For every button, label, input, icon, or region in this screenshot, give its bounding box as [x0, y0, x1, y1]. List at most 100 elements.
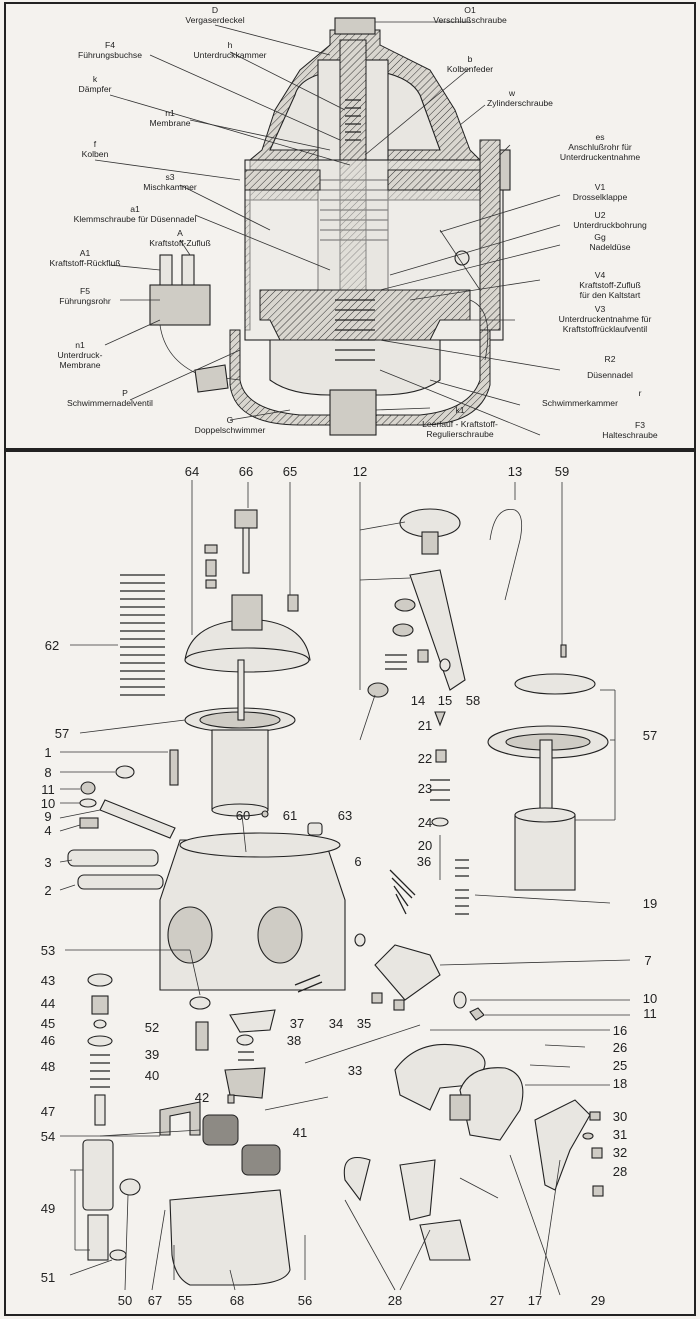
label-unterdruck: Unterdruck- — [58, 350, 103, 360]
label-anschlussrohr: Anschlußrohr für — [568, 142, 632, 152]
part-29: 29 — [591, 1293, 605, 1308]
part-24: 24 — [418, 815, 432, 830]
svg-text:F4: F4 — [105, 40, 115, 50]
svg-text:V4: V4 — [595, 270, 606, 280]
label-klemmschraube: Klemmschraube für Düsennadel — [74, 214, 197, 224]
svg-text:k1: k1 — [455, 405, 464, 415]
label-unterdruckentnahme: Unterdruckentnahme — [560, 152, 640, 162]
part-68: 68 — [230, 1293, 244, 1308]
part-63: 63 — [338, 808, 352, 823]
label-schwimmernadelventil: Schwimmernadelventil — [67, 398, 153, 408]
part-54: 54 — [41, 1129, 55, 1144]
part-51: 51 — [41, 1270, 55, 1285]
part-11-right: 11 — [643, 1006, 657, 1021]
label-kraftstoff-rueckfluss: Kraftstoff-Rückfluß — [50, 258, 121, 268]
part-10-right: 10 — [643, 991, 657, 1006]
label-leerlauf: Leerlauf - Kraftstoff- — [422, 419, 498, 429]
label-mischkammer: Mischkammer — [143, 182, 197, 192]
svg-text:U2: U2 — [595, 210, 606, 220]
label-doppelschwimmer: Doppelschwimmer — [195, 425, 266, 435]
part-61: 61 — [283, 808, 297, 823]
label-halteschraube: Halteschraube — [602, 430, 658, 440]
part-56: 56 — [298, 1293, 312, 1308]
part-53: 53 — [41, 943, 55, 958]
part-17: 17 — [528, 1293, 542, 1308]
label-fuehrungsrohr: Führungsrohr — [59, 296, 111, 306]
part-7: 7 — [644, 953, 651, 968]
svg-text:es: es — [595, 132, 604, 142]
part-1: 1 — [44, 745, 51, 760]
part-13: 13 — [508, 464, 522, 479]
part-60: 60 — [236, 808, 250, 823]
part-28-bottom: 28 — [388, 1293, 402, 1308]
svg-text:n1: n1 — [165, 108, 175, 118]
part-37: 37 — [290, 1016, 304, 1031]
label-kraftstoff-zufluss: Kraftstoff-Zufluß — [149, 238, 210, 248]
part-28-right: 28 — [613, 1164, 627, 1179]
part-57-right: 57 — [643, 728, 657, 743]
part-16: 16 — [613, 1023, 627, 1038]
part-26: 26 — [613, 1040, 627, 1055]
svg-text:a1: a1 — [130, 204, 140, 214]
svg-text:w: w — [508, 88, 516, 98]
label-schwimmerkammer: Schwimmerkammer — [542, 398, 618, 408]
part-14: 14 — [411, 693, 425, 708]
label-membrane: Membrane — [149, 118, 190, 128]
part-4: 4 — [44, 823, 51, 838]
part-58: 58 — [466, 693, 480, 708]
part-10: 10 — [41, 796, 55, 811]
part-22: 22 — [418, 751, 432, 766]
label-unterdruckentnahme-fuer: Unterdruckentnahme für — [559, 314, 652, 324]
part-52: 52 — [145, 1020, 159, 1035]
svg-text:r: r — [639, 388, 642, 398]
label-kolbenfeder: Kolbenfeder — [447, 64, 493, 74]
part-42: 42 — [195, 1090, 209, 1105]
part-50: 50 — [118, 1293, 132, 1308]
svg-text:f: f — [94, 139, 97, 149]
cross-section-labels: D Vergaserdeckel O1 Verschlußschraube F4… — [50, 5, 658, 440]
part-59: 59 — [555, 464, 569, 479]
svg-text:V1: V1 — [595, 182, 606, 192]
part-66: 66 — [239, 464, 253, 479]
svg-text:R2: R2 — [605, 354, 616, 364]
part-3: 3 — [44, 855, 51, 870]
label-unterdruck-membrane: Membrane — [59, 360, 100, 370]
part-35: 35 — [357, 1016, 371, 1031]
svg-text:A: A — [177, 228, 183, 238]
part-55: 55 — [178, 1293, 192, 1308]
part-46: 46 — [41, 1033, 55, 1048]
part-33: 33 — [348, 1063, 362, 1078]
part-41: 41 — [293, 1125, 307, 1140]
exploded-leader-lines — [59, 480, 631, 1296]
exploded-view-panel — [4, 450, 696, 1316]
label-daempfer: Dämpfer — [79, 84, 112, 94]
svg-text:O1: O1 — [464, 5, 476, 15]
exploded-parts-drawing — [67, 508, 609, 1286]
label-duesennadel: Düsennadel — [587, 370, 633, 380]
part-45: 45 — [41, 1016, 55, 1031]
part-36: 36 — [417, 854, 431, 869]
label-regulierschraube: Regulierschraube — [426, 429, 494, 439]
svg-text:Gg: Gg — [594, 232, 606, 242]
part-8: 8 — [44, 765, 51, 780]
part-65: 65 — [283, 464, 297, 479]
part-43: 43 — [41, 973, 55, 988]
part-57-left: 57 — [55, 726, 69, 741]
svg-text:P: P — [122, 388, 128, 398]
svg-text:D: D — [212, 5, 218, 15]
label-drosselklappe: Drosselklappe — [573, 192, 628, 202]
svg-text:s3: s3 — [165, 172, 174, 182]
label-kaltstart: für den Kaltstart — [580, 290, 641, 300]
part-67: 67 — [148, 1293, 162, 1308]
carburetor-cross-section-drawing — [94, 17, 561, 436]
label-kaltstart-zufluss: Kraftstoff-Zufluß — [579, 280, 640, 290]
part-2: 2 — [44, 883, 51, 898]
part-40: 40 — [145, 1068, 159, 1083]
part-64: 64 — [185, 464, 199, 479]
part-11: 11 — [41, 782, 55, 797]
label-fuehrungsbuchse: Führungsbuchse — [78, 50, 142, 60]
part-48: 48 — [41, 1059, 55, 1074]
label-verschlussschraube: Verschlußschraube — [433, 15, 507, 25]
label-unterdruckkammer: Unterdruckkammer — [193, 50, 266, 60]
